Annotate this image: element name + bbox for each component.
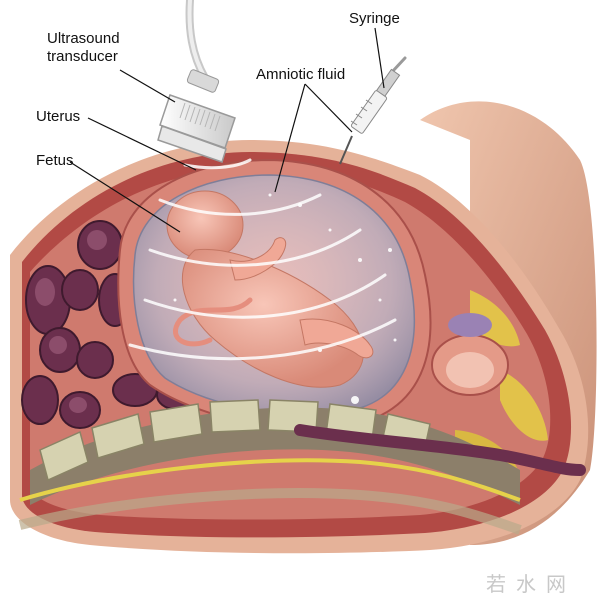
rectum [294, 424, 586, 476]
amniotic-fluid-particles [173, 193, 397, 404]
ovary [448, 313, 492, 337]
leader-lines [69, 27, 385, 233]
label-ultrasound-transducer-line2: transducer [47, 48, 118, 65]
label-syringe: Syringe [349, 10, 400, 27]
syringe-icon [339, 56, 407, 165]
label-uterus: Uterus [36, 108, 81, 125]
fetus-head [166, 190, 244, 260]
label-ultrasound-transducer-line1: Ultrasound [47, 30, 120, 47]
label-fetus: Fetus [36, 152, 74, 169]
label-amniotic-fluid: Amniotic fluid [256, 66, 346, 83]
fetus-leg [299, 318, 374, 359]
fetus-body [181, 248, 364, 388]
ultrasound-waves [128, 158, 397, 361]
spinal-cord [19, 458, 521, 502]
bladder-inner [446, 352, 494, 388]
spinal-canal-lower [18, 488, 522, 535]
fat-tissue-2 [500, 370, 548, 441]
ultrasound-transducer-icon [157, 0, 236, 163]
watermark: 若水网 [486, 572, 576, 596]
fetus-arm [229, 237, 287, 281]
umbilical-cord [172, 297, 253, 347]
intestine-highlights [35, 230, 107, 413]
